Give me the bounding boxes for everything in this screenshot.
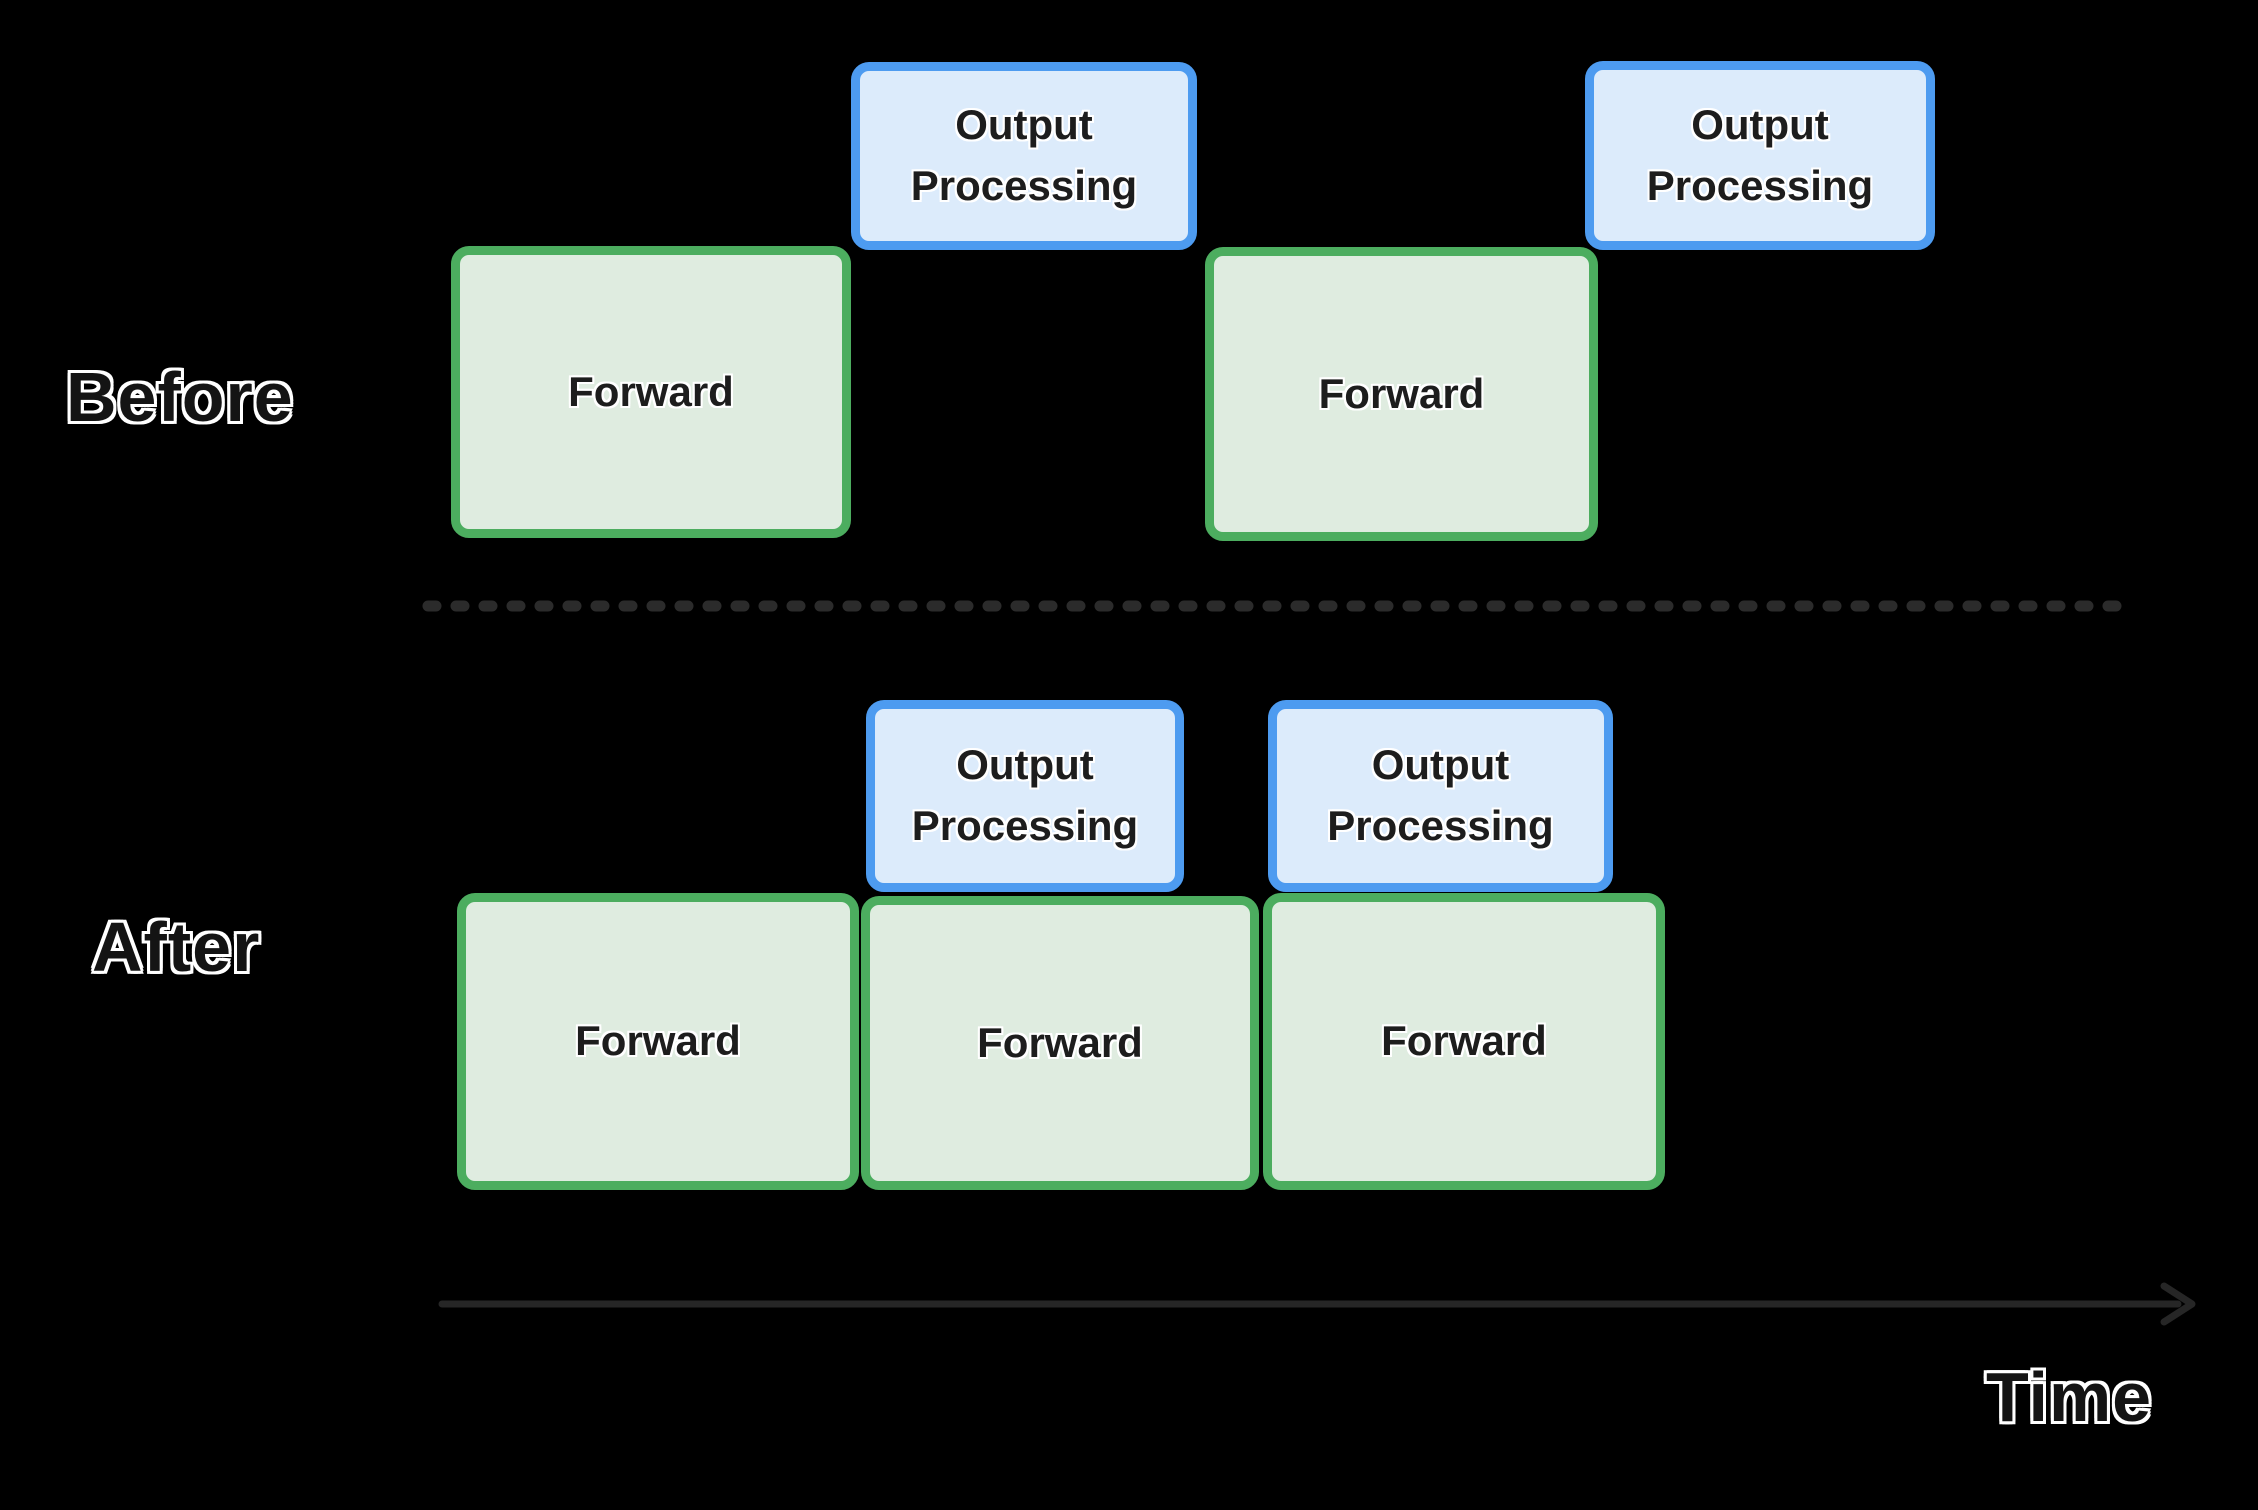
- time-arrow-head-icon: [2160, 1282, 2196, 1326]
- before-output-block: Output Processing: [1585, 61, 1935, 250]
- row-label-after: After: [92, 908, 261, 986]
- block-label: Forward: [977, 1018, 1143, 1066]
- block-label: Output Processing: [1646, 100, 1874, 209]
- block-label: Output Processing: [911, 741, 1139, 849]
- before-output-block: Output Processing: [851, 62, 1197, 250]
- block-label: Forward: [568, 367, 734, 415]
- block-label: Output Processing: [910, 101, 1138, 209]
- after-forward-block: Forward: [1263, 893, 1665, 1190]
- row-label-before: Before: [66, 358, 294, 436]
- after-output-block: Output Processing: [1268, 700, 1613, 892]
- after-forward-block: Forward: [457, 893, 859, 1190]
- block-label: Forward: [1381, 1017, 1547, 1065]
- block-label: Forward: [1318, 369, 1485, 417]
- after-forward-block: Forward: [861, 896, 1259, 1190]
- time-axis-label: Time: [1986, 1358, 2153, 1436]
- block-label: Forward: [575, 1017, 741, 1065]
- before-forward-block: Forward: [1205, 247, 1598, 541]
- before-forward-block: Forward: [451, 246, 851, 538]
- block-label: Output Processing: [1327, 741, 1554, 849]
- after-output-block: Output Processing: [866, 700, 1184, 892]
